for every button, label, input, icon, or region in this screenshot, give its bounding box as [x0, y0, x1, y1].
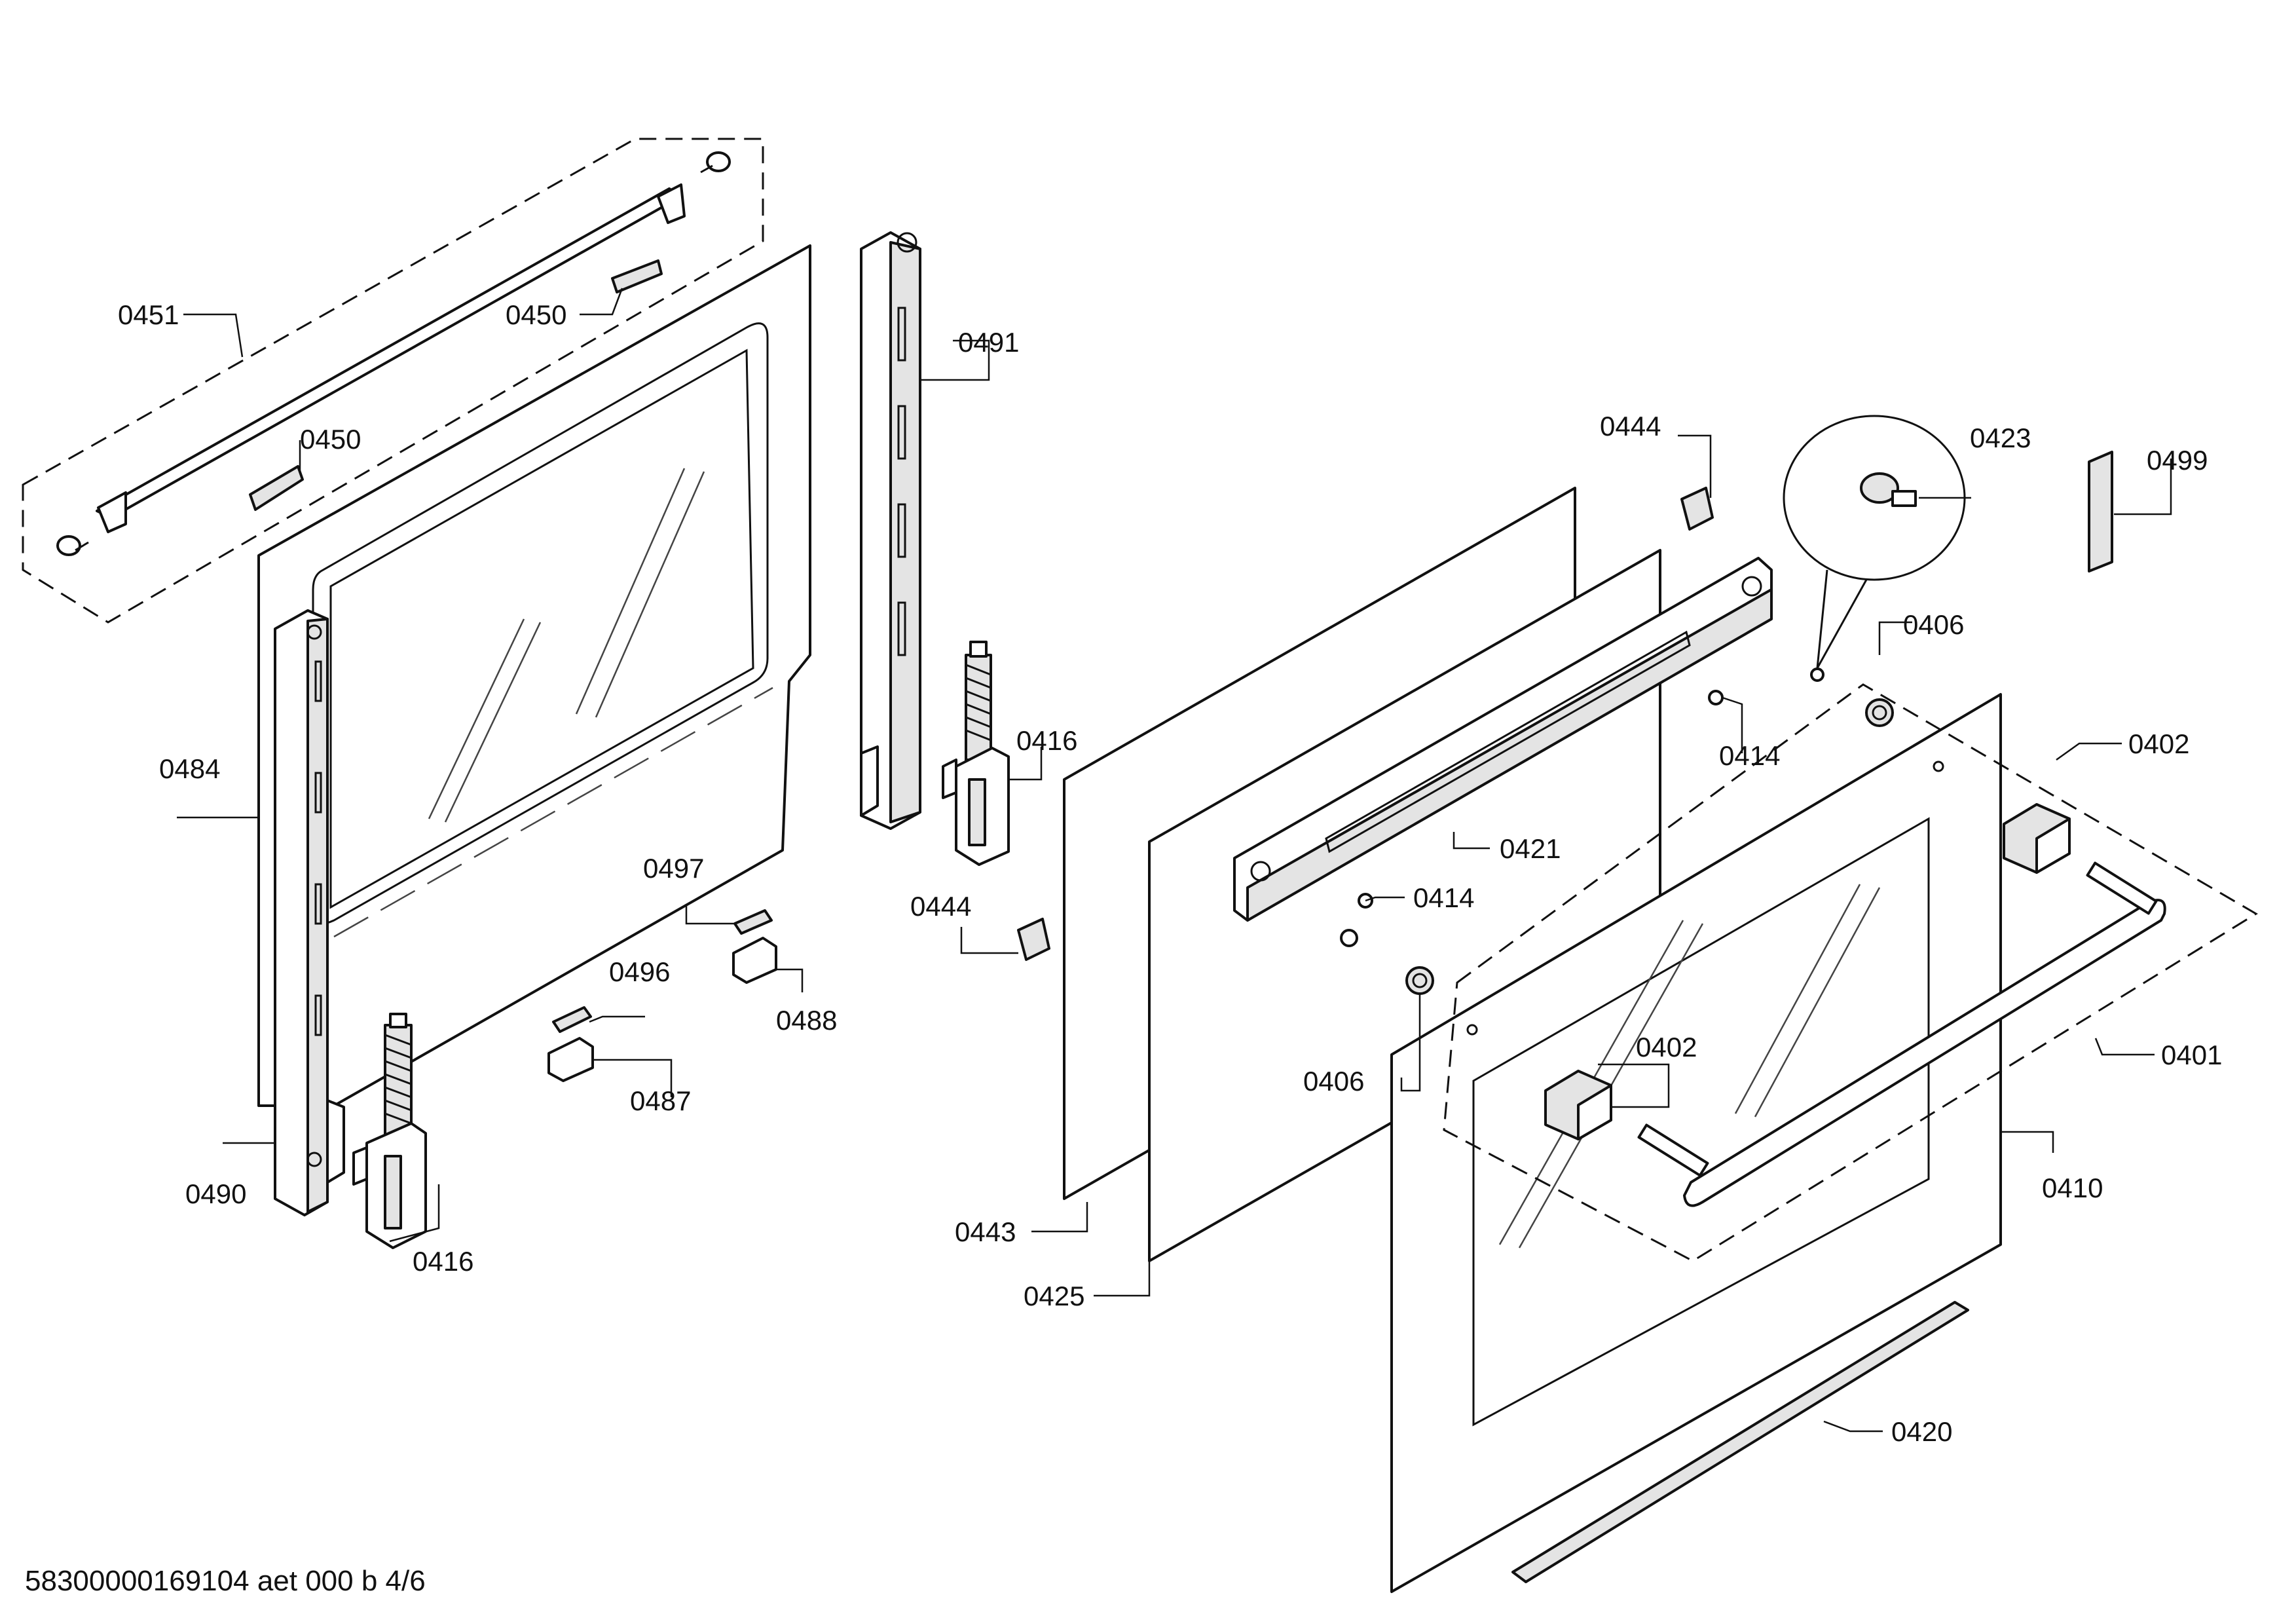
label-0451: 0451 — [118, 299, 179, 330]
label-0401: 0401 — [2161, 1040, 2222, 1070]
label-0402-right: 0402 — [2128, 728, 2189, 759]
dashed-group-handle — [1443, 683, 2258, 1262]
part-bolt-0414-upper — [1708, 690, 1724, 705]
part-hinge-upper-right — [942, 641, 1010, 866]
label-0406-lower: 0406 — [1303, 1066, 1364, 1097]
part-clip-0444-upper — [1680, 487, 1714, 531]
part-strip-0499 — [2088, 451, 2113, 572]
label-0490: 0490 — [185, 1178, 246, 1209]
label-0444-upper: 0444 — [1600, 411, 1661, 441]
label-0488: 0488 — [776, 1005, 837, 1036]
label-0416-right: 0416 — [1016, 725, 1077, 756]
label-0487: 0487 — [630, 1085, 691, 1116]
label-0414-lower: 0414 — [1413, 882, 1474, 913]
part-clip-lower — [249, 465, 304, 511]
part-small-bracket-0488 — [732, 937, 777, 984]
part-handle-0401 — [1637, 861, 2166, 1207]
part-top-profile-0421 — [1233, 557, 1773, 922]
label-0425: 0425 — [1024, 1281, 1084, 1311]
leader-lines — [177, 288, 2172, 1433]
label-0491: 0491 — [958, 327, 1019, 358]
part-left-side-rail — [274, 609, 345, 1216]
label-0497: 0497 — [643, 853, 704, 884]
part-clip-0444-lower — [1017, 918, 1050, 961]
label-0443: 0443 — [955, 1216, 1016, 1247]
dashed-group-top-strip — [22, 138, 764, 624]
part-bushing-0406-upper — [1865, 698, 1894, 727]
part-inner-door-panel — [257, 244, 811, 1107]
label-0410: 0410 — [2042, 1173, 2103, 1203]
label-0484: 0484 — [159, 753, 220, 784]
label-0423: 0423 — [1970, 422, 2031, 453]
label-0421: 0421 — [1500, 833, 1561, 864]
label-0414-upper: 0414 — [1719, 740, 1780, 771]
part-bushing-0406-lower — [1405, 966, 1434, 995]
part-small-bracket-0487 — [547, 1037, 594, 1082]
document-code: 58300000169104 aet 000 b 4/6 — [25, 1565, 426, 1597]
part-outer-door-0410 — [1390, 693, 2002, 1593]
part-bottom-seal-0420 — [1511, 1301, 1969, 1583]
label-0416-left: 0416 — [413, 1246, 473, 1277]
label-0402-left: 0402 — [1636, 1032, 1697, 1062]
label-0499: 0499 — [2147, 445, 2208, 476]
part-screw-right — [700, 151, 731, 174]
label-0406-upper: 0406 — [1903, 609, 1964, 640]
label-0420: 0420 — [1891, 1416, 1952, 1447]
label-0450-lower: 0450 — [300, 424, 361, 455]
part-small-bracket-0497 — [733, 909, 773, 935]
part-endcap-0402-right — [2003, 803, 2071, 874]
part-number-labels: 0451 0450 0450 0484 0490 0416 0491 0416 … — [118, 299, 2222, 1447]
label-0496: 0496 — [609, 956, 670, 987]
part-small-bracket-0496 — [552, 1006, 592, 1033]
part-top-trim-strip — [96, 183, 686, 533]
part-hinge-lower-left — [352, 1013, 427, 1249]
part-endcap-0402-left — [1544, 1070, 1612, 1140]
part-screw-left — [56, 535, 89, 556]
label-0444-lower: 0444 — [910, 891, 971, 922]
part-clip-upper — [611, 259, 663, 293]
part-detail-circle-0423 — [1783, 415, 1966, 682]
part-hinge-upper-left-rail — [860, 231, 921, 830]
label-0450-upper: 0450 — [506, 299, 566, 330]
